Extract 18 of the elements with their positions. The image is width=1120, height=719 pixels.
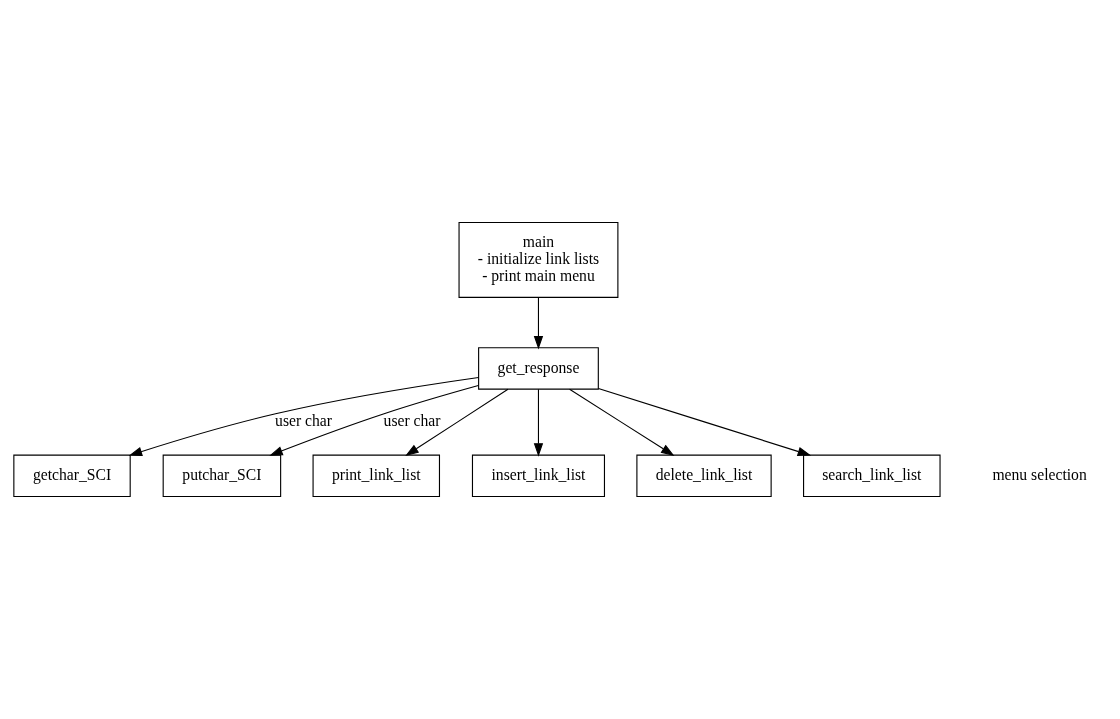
arrow: [533, 388, 544, 457]
arrow: [405, 388, 509, 456]
node-box: get_response: [478, 347, 599, 390]
edge-label: user char: [383, 412, 441, 430]
node-box: putchar_SCI: [162, 454, 282, 498]
arrow: [128, 376, 480, 457]
node-box: print_link_list: [312, 454, 441, 498]
arrow: [597, 387, 812, 456]
arrow: [269, 385, 479, 456]
arrow: [533, 297, 544, 350]
node-box: search_link_list: [803, 454, 941, 498]
node-box: delete_link_list: [636, 454, 772, 498]
label: menu selection: [992, 465, 1087, 483]
arrow: [569, 388, 675, 456]
edge-label: user char: [275, 412, 333, 430]
node-box: main - initialize link lists - print main menu: [458, 221, 619, 298]
node-box: getchar_SCI: [13, 454, 131, 498]
node-box: insert_link_list: [471, 454, 605, 498]
